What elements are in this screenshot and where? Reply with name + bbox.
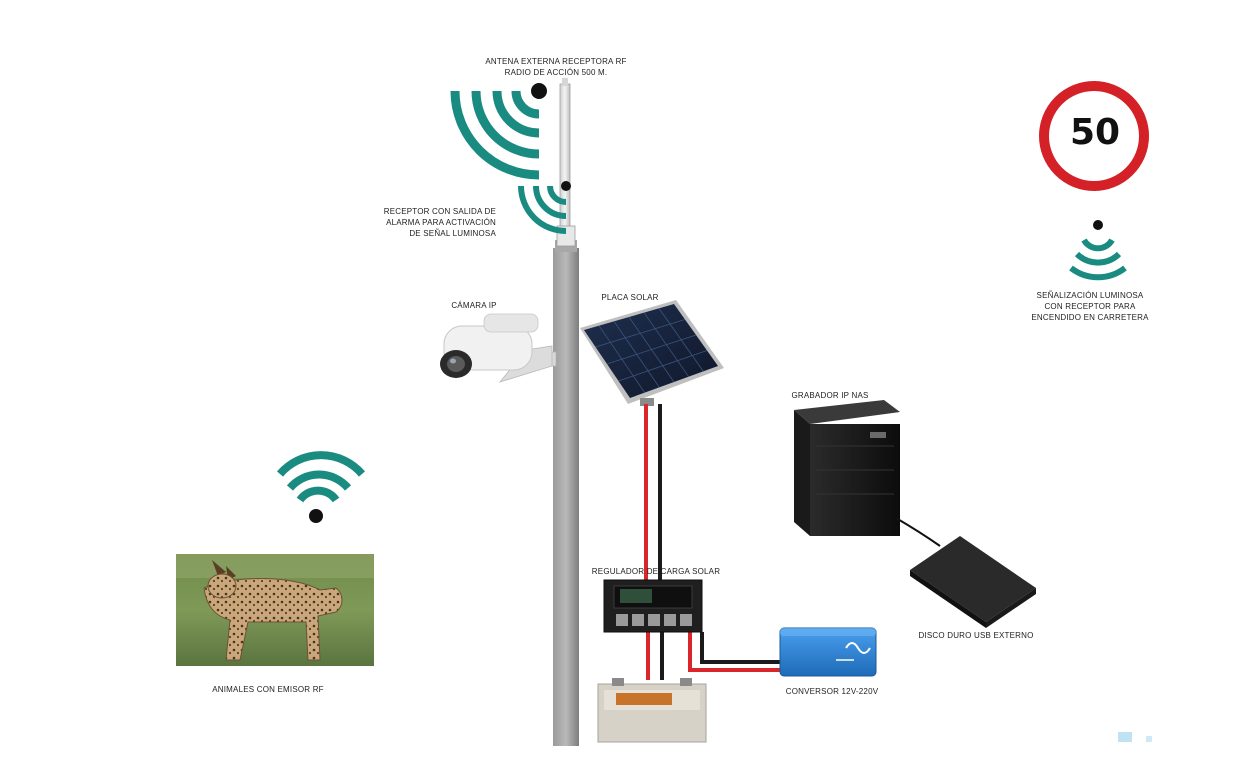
disk-label: DISCO DURO USB EXTERNO: [918, 631, 1034, 640]
animals-label: ANIMALES CON EMISOR RF: [212, 685, 324, 694]
solar-panel-label: PLACA SOLAR: [601, 293, 659, 302]
pole: [553, 240, 579, 746]
panel-grid-line: [618, 350, 708, 382]
inverter-icon: [779, 627, 877, 677]
panel-grid-line: [595, 319, 686, 348]
receiver-signal-icon: [518, 181, 571, 234]
receiver-label-line-2: ALARMA PARA ACTIVACIÓN: [386, 218, 496, 227]
battery-icon: [597, 678, 707, 743]
security-camera-icon: [440, 313, 557, 383]
antenna: [556, 78, 576, 247]
animal-signal-icon: [276, 451, 366, 523]
speed-limit-sign-icon: [1039, 81, 1149, 191]
solar-panel-icon: [580, 300, 724, 406]
camera-label: CÁMARA IP: [451, 301, 497, 310]
antenna-label-line-2: RADIO DE ACCIÓN 500 m.: [504, 68, 608, 77]
nas-label: GRABADOR IP NAS: [791, 391, 869, 400]
wire: [688, 632, 780, 672]
converter-label: CONVERSOR 12V-220V: [785, 687, 879, 696]
panel-grid-line: [606, 334, 697, 365]
receiver-label-line-1: RECEPTOR CON SALIDA DE: [383, 207, 496, 216]
road-signal-label-line-1: SEÑALIZACIÓN LUMINOSA: [1036, 291, 1144, 300]
speed-limit-value: 50: [1069, 112, 1121, 153]
wires: [644, 404, 780, 680]
antenna-signal-icon: [450, 83, 547, 180]
road-signal-label-line-2: CON RECEPTOR PARA: [1044, 302, 1136, 311]
receiver-label-line-3: DE SEÑAL LUMINOSA: [409, 229, 496, 238]
road-signal-label-line-3: ENCENDIDO EN CARRETERA: [1031, 313, 1149, 322]
antenna-label: ANTENA EXTERNA RECEPTORA RF RADIO DE ACC…: [485, 56, 626, 78]
usb-cable: [895, 517, 941, 547]
nas-recorder-icon: [794, 400, 900, 536]
external-hard-drive-icon: [910, 536, 1036, 628]
decorative-mark: [1118, 732, 1152, 742]
wire: [700, 632, 780, 664]
receiver-label: RECEPTOR CON SALIDA DE ALARMA PARA ACTIV…: [376, 206, 496, 239]
lynx-photo: [176, 554, 374, 666]
regulator-label: REGULADOR DE CARGA SOLAR: [591, 567, 721, 576]
antenna-label-line-1: ANTENA EXTERNA RECEPTORA RF: [485, 57, 627, 66]
road-signal-label: SEÑALIZACIÓN LUMINOSA CON RECEPTOR PARA …: [1031, 290, 1148, 323]
road-signal-icon: [1069, 220, 1127, 281]
charge-regulator-icon: [603, 579, 703, 633]
